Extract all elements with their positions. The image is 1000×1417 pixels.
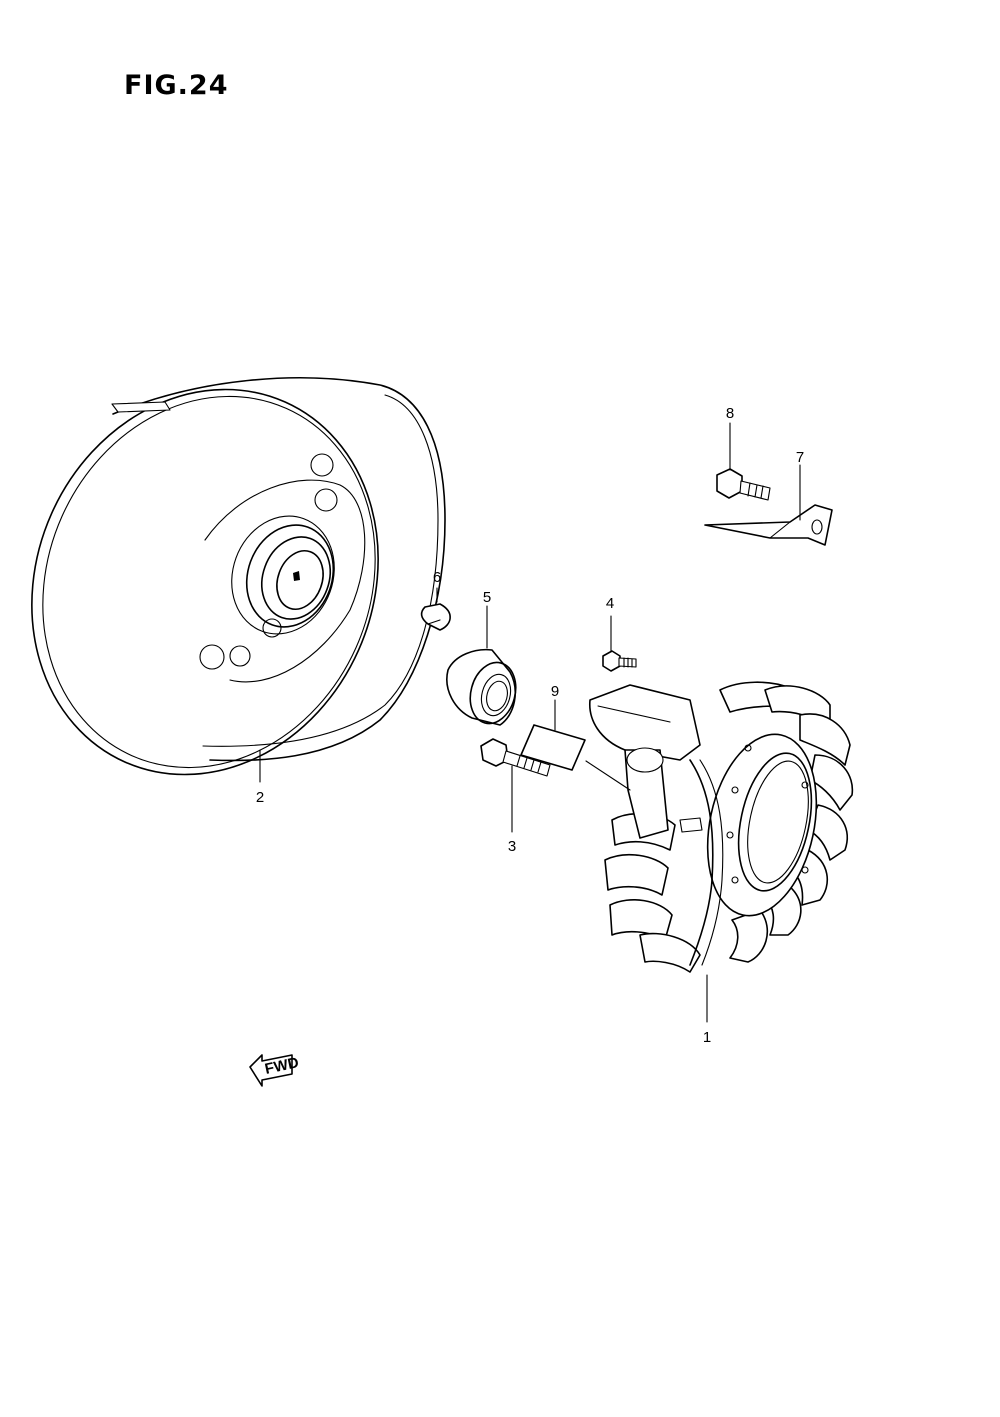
label-sticker	[520, 724, 586, 771]
stator-coil	[589, 681, 854, 973]
callout-5: 5	[483, 589, 491, 606]
figure-title: FIG.24	[124, 70, 229, 101]
callout-2: 2	[256, 789, 264, 806]
flywheel-rotor	[31, 377, 446, 776]
callout-4: 4	[606, 595, 614, 612]
callout-9: 9	[551, 683, 559, 700]
callout-6: 6	[433, 569, 441, 586]
fwd-direction-arrow: FWD	[249, 1054, 300, 1087]
callout-3: 3	[508, 838, 516, 855]
wire-clamp	[704, 504, 833, 546]
stator-bolt	[480, 738, 551, 777]
callout-8: 8	[726, 405, 734, 422]
leader-line-9b	[585, 760, 631, 791]
rotor-nut	[446, 648, 517, 726]
small-screw	[602, 650, 637, 672]
fwd-arrow-label: FWD	[263, 1054, 300, 1078]
callout-1: 1	[703, 1029, 711, 1046]
woodruff-key	[420, 603, 451, 631]
clamp-bolt	[716, 468, 771, 501]
callout-7: 7	[796, 449, 804, 466]
